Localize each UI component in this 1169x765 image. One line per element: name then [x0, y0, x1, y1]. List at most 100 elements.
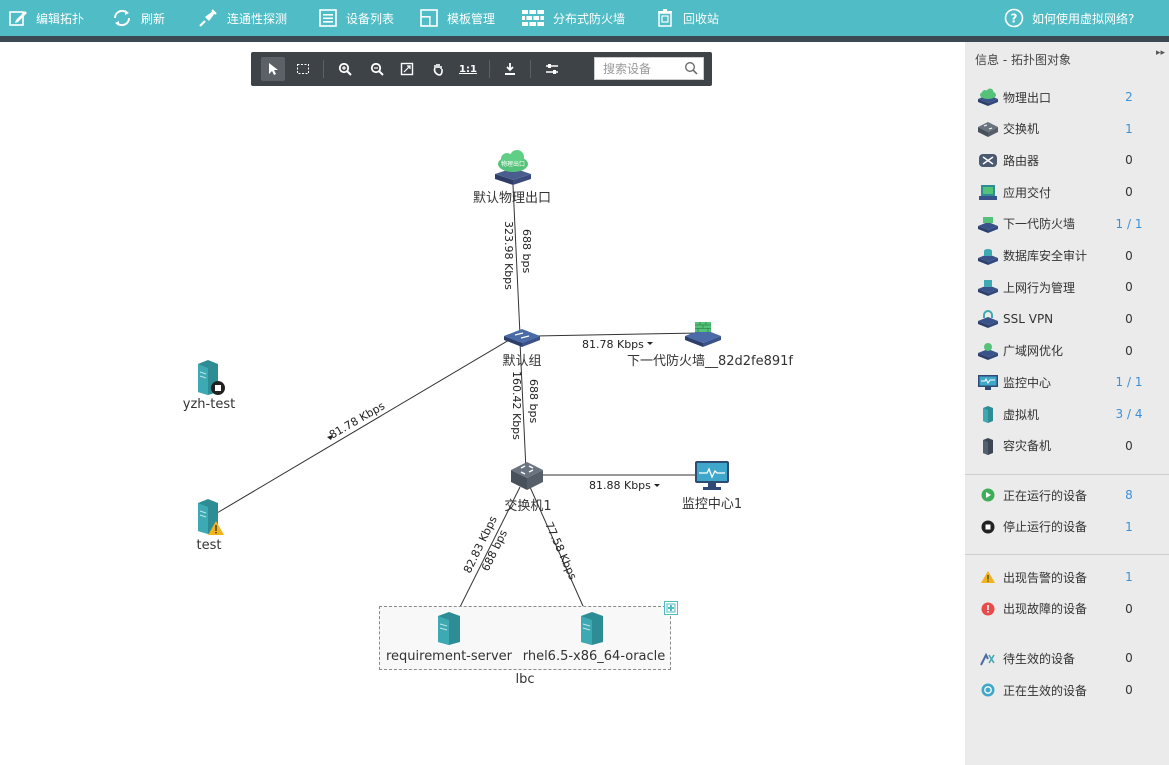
- zoom-in-button[interactable]: [333, 57, 357, 81]
- vm-yzh-test-node[interactable]: [196, 358, 226, 396]
- warning-icon: [981, 571, 995, 583]
- connectivity-probe-button[interactable]: 连通性探测: [197, 0, 287, 36]
- help-label: 如何使用虚拟网络?: [1032, 11, 1135, 26]
- side-row-count[interactable]: 1: [1125, 570, 1133, 584]
- side-row-ngfw[interactable]: 下一代防火墙 1 / 1: [965, 210, 1169, 238]
- search-icon[interactable]: [684, 61, 698, 75]
- marquee-icon: [297, 64, 309, 74]
- side-row-fault[interactable]: 出现故障的设备 0: [965, 595, 1169, 623]
- help-link[interactable]: ? 如何使用虚拟网络?: [1004, 0, 1134, 36]
- fault-icon: [981, 602, 995, 615]
- edit-topology-button[interactable]: 编辑拓扑: [8, 0, 84, 36]
- side-row-count[interactable]: 1: [1125, 519, 1133, 534]
- distributed-firewall-label: 分布式防火墙: [553, 11, 626, 26]
- default-group-node[interactable]: [503, 326, 541, 348]
- stopped-icon: [981, 520, 995, 533]
- download-button[interactable]: [498, 57, 522, 81]
- pending-icon: [980, 652, 995, 666]
- refresh-button[interactable]: 刷新: [111, 0, 165, 36]
- side-row-label: 下一代防火墙: [1003, 217, 1076, 232]
- side-row-warning[interactable]: 出现告警的设备 1: [965, 563, 1169, 591]
- device-list-button[interactable]: 设备列表: [318, 0, 394, 36]
- device-list-label: 设备列表: [346, 11, 395, 26]
- side-row-count[interactable]: 1 / 1: [1115, 216, 1143, 231]
- probe-icon: [199, 9, 217, 27]
- device-search-box: [594, 57, 704, 80]
- hand-icon: [433, 64, 443, 76]
- switch-node[interactable]: [509, 460, 545, 492]
- physical-egress-icon: 物理出口: [495, 150, 531, 185]
- group-expand-icon[interactable]: [664, 600, 678, 615]
- pan-button[interactable]: [426, 57, 450, 81]
- egress-node[interactable]: 物理出口: [493, 150, 533, 186]
- download-icon: [505, 63, 515, 75]
- behavior-mgmt-icon: [978, 280, 998, 297]
- side-row-count: 0: [1125, 185, 1133, 200]
- zoom-actual-button[interactable]: 1:1: [455, 57, 481, 81]
- link-switch-rhel[interactable]: [529, 486, 588, 616]
- pointer-icon: [269, 63, 278, 75]
- select-tool-button[interactable]: [261, 57, 285, 81]
- side-row-count[interactable]: 2: [1125, 90, 1133, 104]
- monitor-node[interactable]: [693, 459, 731, 491]
- vm-requirement-server-label: requirement-server: [385, 649, 513, 664]
- link-switch-req[interactable]: [455, 486, 521, 616]
- side-row-count: 0: [1125, 248, 1133, 263]
- distributed-firewall-button[interactable]: 分布式防火墙: [521, 0, 625, 36]
- vm-test-node[interactable]: [196, 497, 226, 537]
- vm-rhel-node[interactable]: [579, 610, 605, 646]
- side-row-count[interactable]: 1 / 1: [1115, 375, 1143, 390]
- side-row-count[interactable]: 3 / 4: [1115, 407, 1143, 421]
- vm-rhel-label: rhel6.5-x86_64-oracle: [522, 649, 666, 664]
- template-management-button[interactable]: 模板管理: [419, 0, 495, 36]
- recycle-bin-button[interactable]: 回收站: [655, 0, 719, 36]
- vm-group-box[interactable]: [379, 606, 671, 670]
- side-row-count[interactable]: 1: [1125, 121, 1133, 136]
- side-divider: [965, 554, 1169, 555]
- ngfw-icon: [978, 216, 998, 233]
- firewall-node[interactable]: [684, 320, 722, 348]
- side-row-label: 出现告警的设备: [1003, 570, 1088, 585]
- link-label-rhel: 77.58 Kbps: [542, 520, 579, 582]
- monitor-center-icon: [695, 461, 729, 490]
- filter-button[interactable]: [540, 57, 564, 81]
- side-row-count: 0: [1125, 153, 1133, 168]
- link-egress-group[interactable]: [512, 184, 521, 336]
- topology-canvas[interactable]: 688 bps 323.98 Kbps 81.78 Kbps 688 bps 1…: [0, 42, 965, 765]
- vm-requirement-server-node[interactable]: [436, 610, 462, 646]
- side-row-label: 出现故障的设备: [1003, 602, 1088, 616]
- box-select-button[interactable]: [291, 57, 315, 81]
- link-label-monitor: 81.88 Kbps: [589, 479, 651, 492]
- monitor-label: 监控中心1: [681, 497, 743, 512]
- link-label-fw: 81.78 Kbps: [582, 338, 644, 351]
- side-row-label: SSL VPN: [1003, 311, 1054, 326]
- side-row-count[interactable]: 8: [1125, 488, 1133, 502]
- device-search-input[interactable]: [595, 58, 677, 80]
- side-row-count: 0: [1125, 601, 1133, 616]
- link-group-switch[interactable]: [519, 341, 527, 471]
- fit-view-button[interactable]: [395, 57, 419, 81]
- side-row-app-delivery[interactable]: 应用交付 0: [965, 178, 1169, 206]
- side-row-label: 应用交付: [1003, 185, 1052, 200]
- link-group-test[interactable]: [216, 339, 510, 514]
- template-icon: [420, 9, 438, 27]
- collapse-panel-icon[interactable]: ▸▸: [1155, 48, 1165, 58]
- link-label-egress-down: 323.98 Kbps: [502, 221, 515, 290]
- link-group-firewall[interactable]: [534, 332, 701, 337]
- zoom-out-button[interactable]: [365, 57, 389, 81]
- link-label-sw-up: 688 bps: [527, 379, 540, 423]
